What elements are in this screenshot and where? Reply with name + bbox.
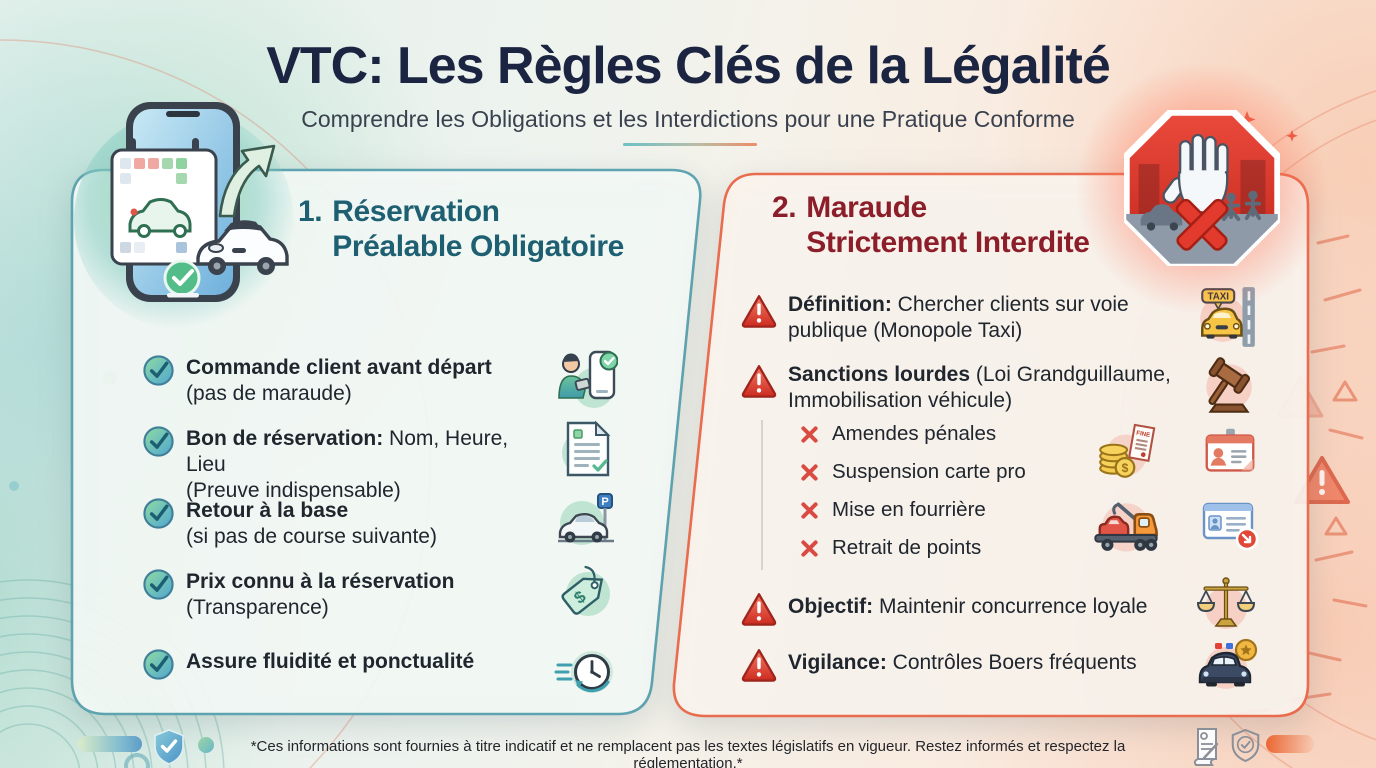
shield-outline-icon (1231, 728, 1260, 763)
arrow-icon (218, 144, 276, 218)
legal-document-icon (1193, 728, 1219, 766)
warning-triangle-icon (741, 649, 777, 682)
warning-triangle-icon (741, 593, 777, 626)
shield-check-icon (154, 729, 184, 765)
sanction-item: Suspension carte pro (799, 460, 1026, 484)
client-booking-icon (558, 350, 618, 408)
maraude-card: 2. Maraude Strictement Interdite Définit… (668, 172, 1310, 718)
svg-text:$: $ (1122, 461, 1129, 475)
cross-icon (801, 463, 818, 481)
pro-card-icon (1205, 428, 1255, 472)
car-illustration (196, 220, 289, 275)
check-circle-icon (143, 426, 174, 457)
cross-icon (801, 539, 818, 557)
maraude-card-heading: 2. Maraude Strictement Interdite (772, 191, 1090, 259)
car-parking-icon: P (558, 493, 614, 545)
red-x-icon (1175, 198, 1229, 251)
warning-triangle-icon (741, 295, 777, 328)
car-silhouette (1140, 204, 1183, 231)
disclaimer-text: *Ces informations sont fournies à titre … (250, 738, 1126, 768)
pedestrian-silhouettes (1221, 190, 1262, 222)
check-circle-icon (143, 498, 174, 529)
footer: *Ces informations sont fournies à titre … (0, 722, 1376, 768)
stop-sign-illustration (1122, 108, 1282, 268)
sanction-item: Mise en fourrière (799, 498, 986, 522)
svg-text:P: P (601, 496, 608, 508)
police-car-icon (1198, 638, 1258, 689)
gavel-icon (1206, 357, 1252, 413)
license-points-icon (1202, 502, 1259, 551)
check-circle-icon (143, 649, 174, 680)
page-subtitle: Comprendre les Obligations et les Interd… (301, 106, 1075, 132)
cross-icon (801, 501, 818, 519)
subtitle-underline (623, 143, 757, 146)
calendar-icon (110, 138, 218, 266)
check-circle-icon (143, 569, 174, 600)
sanctions-list: Amendes pénales Suspension carte pro Mis… (761, 420, 1283, 570)
tow-truck-icon (1094, 502, 1158, 552)
justice-scales-icon (1196, 577, 1256, 629)
check-circle-icon (143, 355, 174, 386)
sanction-item: Retrait de points (799, 536, 981, 560)
price-tag-icon: $ (561, 565, 610, 616)
cross-icon (801, 425, 818, 443)
sanction-item: Amendes pénales (799, 422, 996, 446)
phone-booking-illustration (74, 94, 314, 334)
warning-triangle-icon (741, 365, 777, 398)
reservation-card: 1. Réservation Préalable Obligatoire Com… (70, 168, 706, 716)
footer-pill-left (78, 736, 142, 752)
reservation-card-heading: 1. Réservation Préalable Obligatoire (298, 195, 624, 263)
footer-dot (198, 737, 214, 753)
footer-pill-right (1266, 735, 1314, 753)
fine-coins-icon: FINE $ (1099, 423, 1156, 478)
clock-icon (554, 651, 613, 693)
page-title: VTC: Les Règles Clés de la Légalité (266, 37, 1111, 95)
reservation-document-icon (562, 420, 611, 477)
svg-text:FINE: FINE (1136, 430, 1151, 439)
